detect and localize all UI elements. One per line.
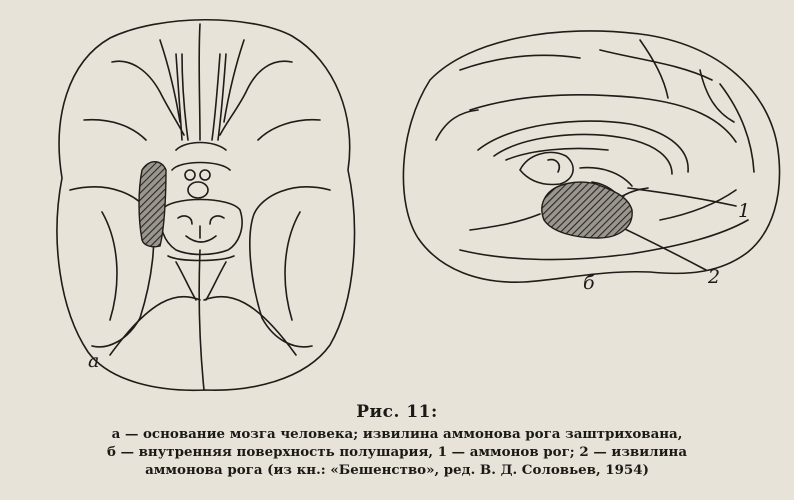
- panel-b-label: б: [583, 272, 595, 294]
- brain-base-outline: [57, 20, 354, 391]
- marker-2-label: 2: [708, 266, 720, 288]
- hatched-gyrus-left: [139, 162, 166, 247]
- marker-1-label: 1: [738, 200, 750, 222]
- caption-line: аммонова рога (из кн.: «Бешенство», ред.…: [0, 461, 794, 479]
- panel-a-label: а: [88, 350, 99, 372]
- hemisphere-medial-drawing: [403, 31, 779, 282]
- caption-line: а — основание мозга человека; извилина а…: [0, 425, 794, 443]
- hemisphere-outline: [403, 31, 779, 282]
- brain-base-drawing: [57, 20, 354, 391]
- hatched-gyrus-medial: [542, 182, 632, 238]
- caption-line: б — внутренняя поверхность полушария, 1 …: [0, 443, 794, 461]
- caption-title: Рис. 11:: [0, 402, 794, 422]
- figure-caption: Рис. 11: а — основание мозга человека; и…: [0, 402, 794, 479]
- leader-line-1: [628, 188, 736, 206]
